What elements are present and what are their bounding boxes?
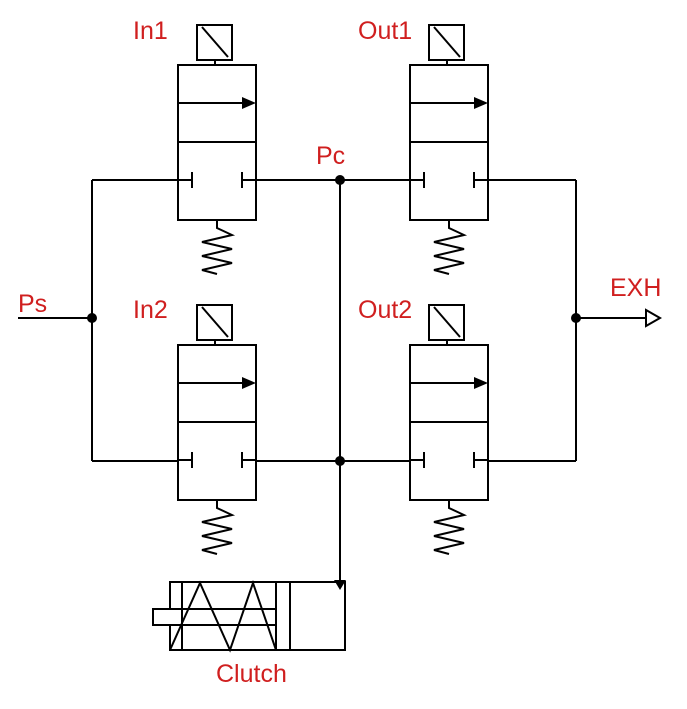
label-in1: In1 [133,17,168,45]
valve-out1 [409,24,489,275]
exhaust-arrow-icon [645,308,663,328]
label-ps: Ps [18,290,47,318]
junction-pc-lower [335,456,345,466]
clutch-cylinder [152,579,346,653]
junction-exh [571,313,581,323]
label-exh: EXH [610,274,661,302]
label-out2: Out2 [358,296,412,324]
label-pc: Pc [316,142,345,170]
valve-out2 [409,304,489,555]
junction-pc-upper [335,175,345,185]
clutch-port-arrow-icon [334,580,346,590]
junction-ps [87,313,97,323]
valve-in2 [177,304,257,555]
label-out1: Out1 [358,17,412,45]
valve-in1 [177,24,257,275]
label-clutch: Clutch [216,660,287,688]
label-in2: In2 [133,296,168,324]
control-pressure-line [256,179,410,583]
